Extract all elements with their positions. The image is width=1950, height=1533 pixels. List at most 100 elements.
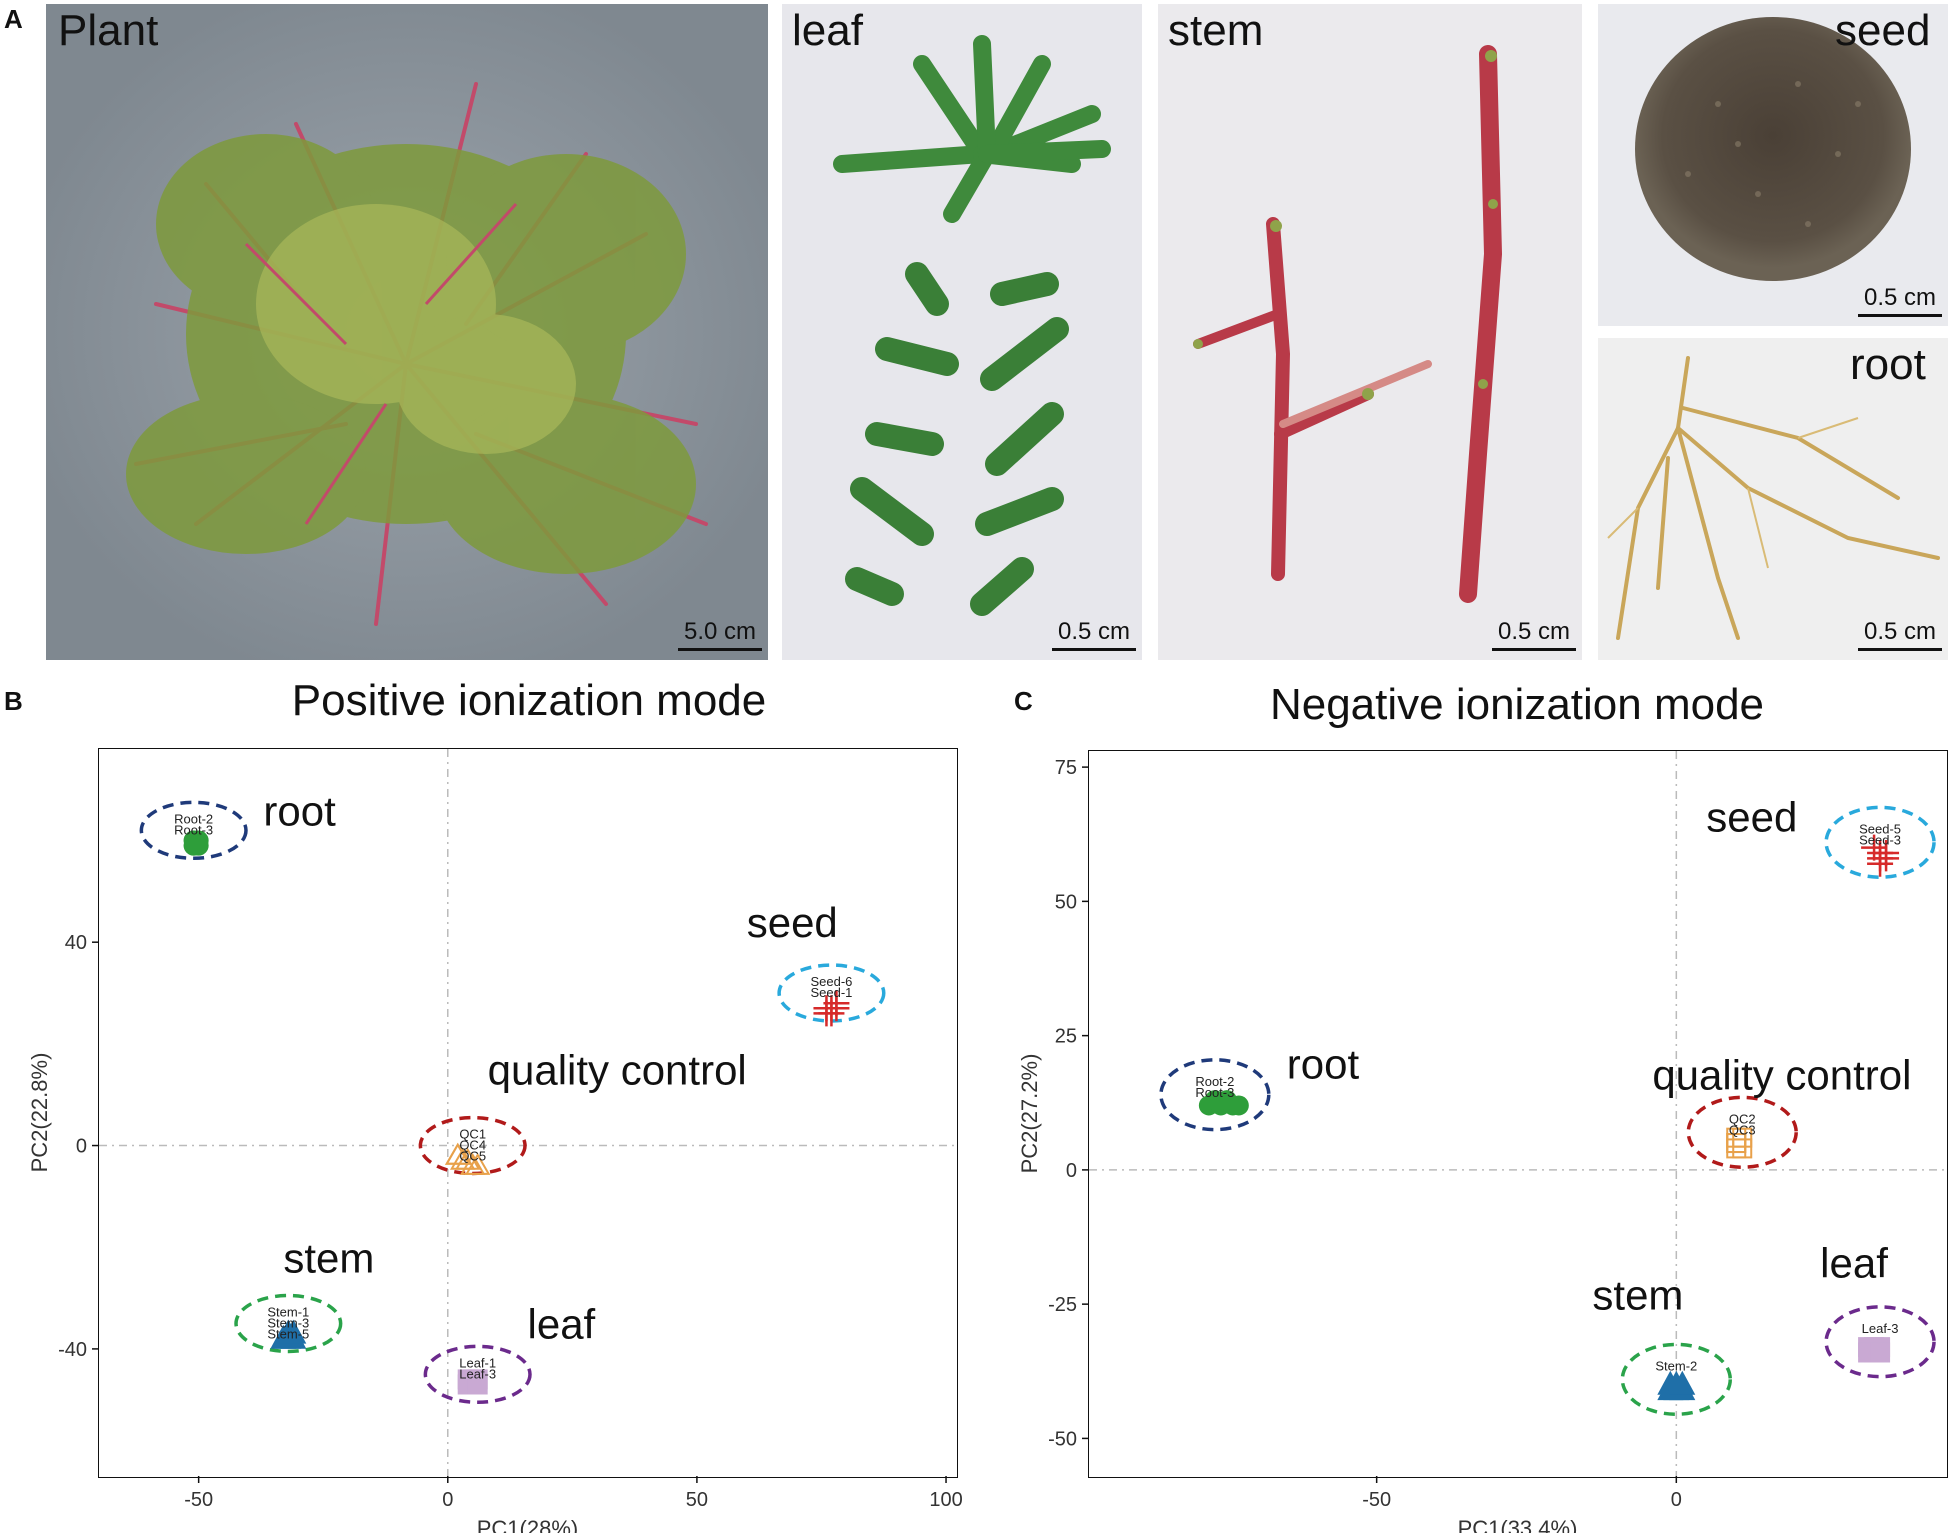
- scale-line: [1492, 648, 1576, 651]
- group-stem: Stem-2 stem: [1592, 1272, 1733, 1416]
- confidence-ellipse-seed: [1824, 805, 1936, 879]
- group-label-quality-control: quality control: [1652, 1051, 1911, 1098]
- group-leaf: Leaf-3 leaf: [1820, 1239, 1936, 1379]
- confidence-ellipse-stem: [1620, 1342, 1733, 1416]
- y-tick-label: 25: [1055, 1026, 1077, 1048]
- group-label-seed: seed: [747, 899, 838, 946]
- scale-bar-root: 0.5 cm: [1858, 618, 1942, 651]
- group-label-leaf: leaf: [1820, 1239, 1888, 1286]
- group-label-root: root: [1287, 1041, 1360, 1088]
- sample-label-seed: Seed-6: [810, 974, 852, 989]
- stem-illustration: [1158, 4, 1582, 660]
- scale-line: [678, 648, 762, 651]
- photo-label-leaf: leaf: [792, 6, 863, 55]
- confidence-ellipse-stem: [234, 1293, 343, 1354]
- y-tick-label: 0: [76, 1136, 87, 1158]
- data-point-root: [183, 835, 204, 856]
- group-label-stem: stem: [283, 1235, 374, 1282]
- data-point-seed: [823, 995, 850, 1022]
- y-tick-label: -40: [58, 1339, 87, 1361]
- y-tick-label: 40: [65, 932, 87, 954]
- y-tick-label: 0: [1066, 1160, 1077, 1182]
- scale-text-root: 0.5 cm: [1863, 618, 1937, 645]
- data-point-root: [1228, 1095, 1249, 1116]
- group-label-stem: stem: [1592, 1272, 1683, 1319]
- y-tick-label: -50: [1048, 1428, 1077, 1450]
- y-tick-label: -25: [1048, 1294, 1077, 1316]
- panel-letter-a: A: [4, 4, 23, 34]
- scale-bar-seed: 0.5 cm: [1858, 284, 1942, 317]
- x-tick-label: 50: [686, 1489, 708, 1511]
- seed-illustration: [1598, 4, 1948, 326]
- data-point-stem: [1669, 1370, 1696, 1395]
- data-point-quality-control: [1726, 1138, 1747, 1159]
- scale-line: [1052, 648, 1136, 651]
- y-tick-label: 75: [1055, 757, 1077, 779]
- plant-illustration: [46, 4, 768, 660]
- sample-label-seed: Seed-1: [810, 985, 852, 1000]
- y-axis-label: PC2(27.2%): [1017, 1054, 1042, 1174]
- y-tick-label: 50: [1055, 891, 1077, 913]
- confidence-ellipse-root: [139, 800, 248, 861]
- group-label-seed: seed: [1706, 794, 1797, 841]
- panel-letter-c: C: [1014, 686, 1033, 716]
- sample-label-stem: Stem-5: [267, 1326, 309, 1341]
- x-axis-label: PC1(28%): [477, 1516, 578, 1533]
- scale-text-plant: 5.0 cm: [683, 618, 757, 645]
- sample-label-leaf: Leaf-1: [459, 1355, 496, 1370]
- data-point-quality-control: [454, 1147, 481, 1170]
- sample-label-seed: Seed-3: [1859, 833, 1901, 848]
- scale-text-seed: 0.5 cm: [1863, 284, 1937, 311]
- scale-text-leaf: 0.5 cm: [1057, 618, 1131, 645]
- data-point-quality-control: [1732, 1138, 1753, 1159]
- group-label-root: root: [263, 787, 336, 834]
- plot-area-positive: [98, 748, 958, 1478]
- data-point-quality-control: [1726, 1127, 1747, 1148]
- leaf-illustration: [782, 4, 1142, 660]
- data-point-leaf: [1870, 1342, 1891, 1363]
- group-label-leaf: leaf: [528, 1301, 596, 1348]
- sample-label-seed: Seed-5: [1859, 822, 1901, 837]
- sample-label-stem: Stem-1: [267, 1304, 309, 1319]
- chart-title-positive: Positive ionization mode: [291, 676, 767, 725]
- x-tick-label: 0: [442, 1489, 453, 1511]
- sample-label-root: Root-2: [1195, 1074, 1234, 1089]
- chart-title-negative: Negative ionization mode: [1269, 680, 1765, 729]
- sample-label-quality-control: QC3: [1729, 1123, 1756, 1138]
- sample-label-quality-control: QC1: [459, 1127, 486, 1142]
- confidence-ellipse-quality-control: [1686, 1095, 1798, 1169]
- panel-letter-b: B: [4, 686, 23, 716]
- x-tick-label: -50: [1362, 1489, 1391, 1511]
- root-illustration: [1598, 338, 1948, 660]
- sample-label-quality-control: QC5: [459, 1149, 486, 1164]
- sample-label-root: Root-3: [1195, 1085, 1234, 1100]
- sample-label-quality-control: QC2: [1729, 1112, 1756, 1127]
- sample-label-stem: Stem-3: [267, 1315, 309, 1330]
- data-point-seed: [1873, 845, 1900, 872]
- root-photo: [1598, 338, 1948, 660]
- data-point-seed: [1861, 834, 1888, 861]
- scale-bar-plant: 5.0 cm: [678, 618, 762, 651]
- sample-label-leaf: Leaf-3: [1862, 1321, 1899, 1336]
- confidence-ellipse-leaf: [1824, 1305, 1936, 1379]
- scale-line: [1858, 648, 1942, 651]
- data-point-quality-control: [445, 1142, 471, 1165]
- confidence-ellipse-leaf: [423, 1344, 532, 1405]
- data-point-seed: [818, 1000, 845, 1027]
- scale-text-stem: 0.5 cm: [1497, 618, 1571, 645]
- data-point-quality-control: [464, 1152, 491, 1175]
- confidence-ellipse-root: [1159, 1058, 1271, 1132]
- x-tick-label: 0: [1671, 1489, 1682, 1511]
- x-axis-label: PC1(33.4%): [1458, 1516, 1578, 1533]
- sample-label-stem: Stem-2: [1655, 1359, 1697, 1374]
